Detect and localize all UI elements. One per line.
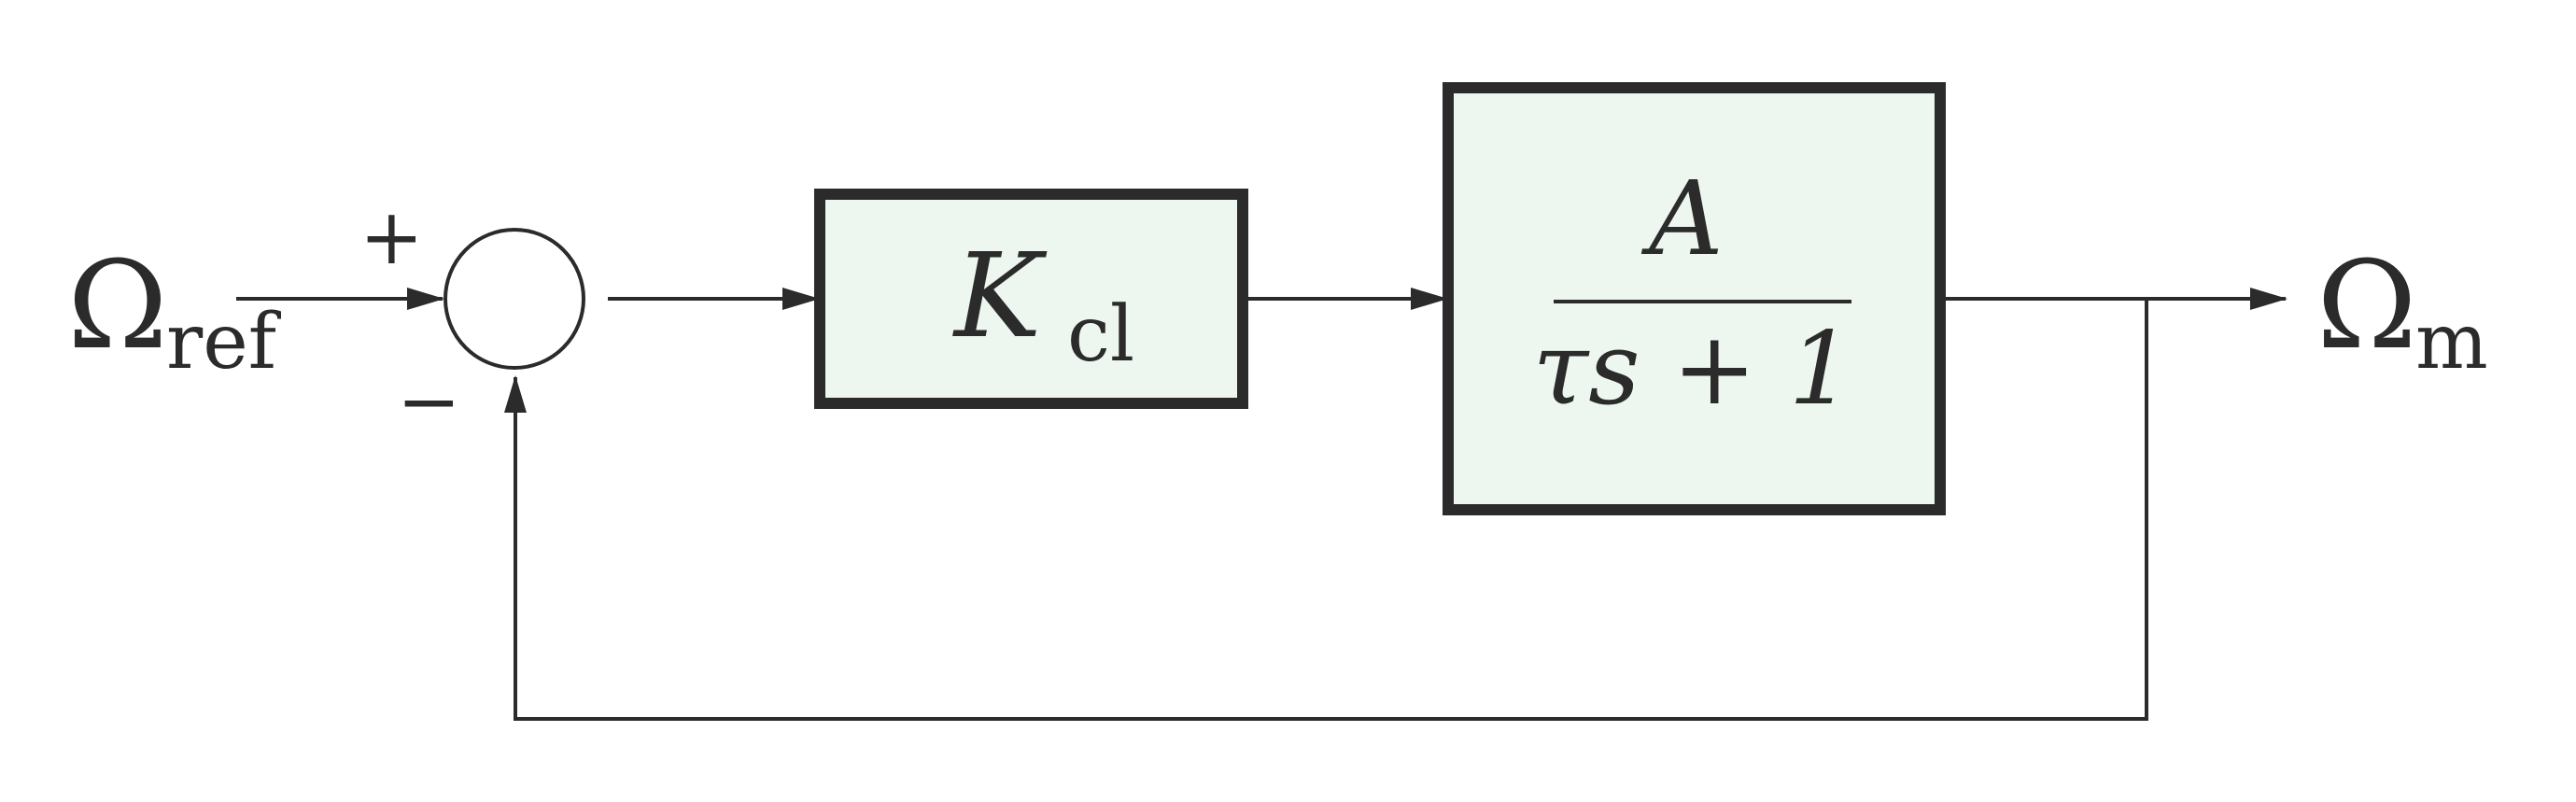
feedback-path <box>504 299 2148 721</box>
input-signal-symbol: Ω <box>67 234 168 376</box>
input-signal-subscript: ref <box>166 298 282 387</box>
controller-symbol: K <box>952 229 1048 364</box>
summing-minus-sign: − <box>397 358 461 446</box>
plant-block <box>1443 82 1946 515</box>
output-signal-subscript: m <box>2415 298 2488 387</box>
output-signal-symbol: Ω <box>2316 234 2417 376</box>
controller-subscript: cl <box>1067 290 1134 379</box>
summing-plus-sign: + <box>359 193 424 282</box>
summing-junction <box>443 228 585 370</box>
plant-numerator: A <box>1640 159 1723 278</box>
plant-denominator: τs + 1 <box>1532 311 1852 428</box>
